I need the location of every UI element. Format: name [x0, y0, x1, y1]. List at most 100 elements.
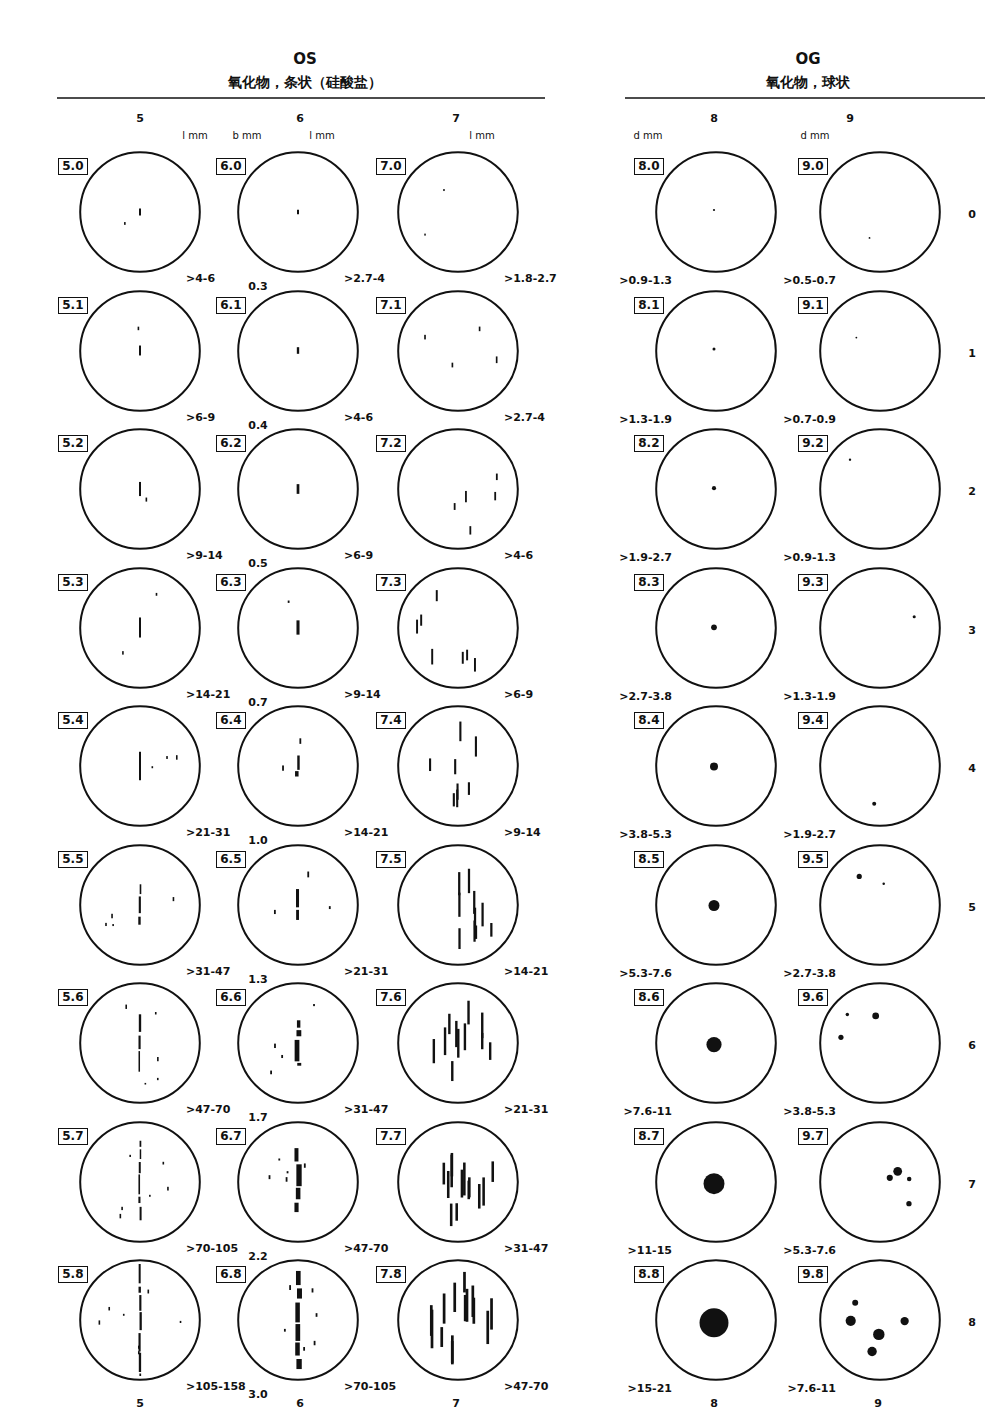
rating-code: 7.3 [376, 574, 405, 591]
stringer-mark [295, 1303, 299, 1323]
circle-border [238, 429, 358, 549]
rating-code: 7.4 [376, 712, 405, 729]
circle-outline [397, 151, 519, 273]
stringer-mark [140, 884, 142, 894]
row-number: 4 [968, 762, 976, 775]
stringer-mark [274, 1044, 276, 1048]
circle-outline [819, 705, 941, 827]
size-range: >5.3-7.6 [783, 1244, 836, 1258]
rating-code: 9.4 [798, 712, 827, 729]
globule-mark [872, 802, 876, 806]
stringer-mark [453, 793, 455, 806]
circle-outline [655, 982, 777, 1104]
stringer-mark [295, 771, 299, 776]
circle-outline [79, 705, 201, 827]
rating-code: 9.1 [798, 297, 827, 314]
field-circle: 7.0>1.8-2.7 [397, 151, 519, 273]
width-value: 1.7 [248, 1111, 268, 1124]
stringer-mark [167, 1187, 169, 1191]
circle-outline [79, 151, 201, 273]
stringer-mark [99, 1320, 101, 1324]
globular-inclusions [700, 209, 916, 1356]
globule-mark [708, 900, 719, 911]
stringer-mark [297, 1063, 301, 1066]
size-range: >1.9-2.7 [619, 551, 672, 565]
size-range: >70-105 [186, 1242, 238, 1256]
globule-mark [913, 615, 916, 618]
stringer-mark [295, 1342, 300, 1355]
stringer-mark [443, 1293, 446, 1323]
stringer-mark [496, 356, 498, 363]
field-circle: 6.1>4-6 [237, 290, 359, 412]
field-circle: 9.6>3.8-5.3 [819, 982, 941, 1104]
stringer-mark [296, 1030, 301, 1036]
rating-code: 5.6 [58, 989, 87, 1006]
circle-border [238, 983, 358, 1103]
rating-code: 9.2 [798, 435, 827, 452]
stringer-mark [448, 1014, 450, 1034]
circle-outline [237, 1259, 359, 1381]
stringer-mark [289, 1285, 291, 1290]
stringer-mark [112, 924, 114, 926]
stringer-mark [474, 908, 476, 930]
circle-border [238, 291, 358, 411]
stringer-mark [156, 593, 158, 596]
stringer-mark [138, 1174, 140, 1194]
stringer-mark [490, 923, 492, 937]
globule-mark [882, 882, 884, 884]
stringer-mark [281, 1055, 283, 1058]
size-range: >2.7-4 [344, 272, 385, 286]
stringer-mark [297, 1288, 302, 1298]
stringer-mark [447, 1171, 450, 1198]
row-number: 5 [968, 900, 976, 913]
stringer-mark [139, 346, 141, 356]
stringer-mark [139, 752, 141, 780]
stringer-mark [490, 1298, 493, 1329]
stringer-mark [463, 1272, 466, 1293]
size-range: >0.5-0.7 [783, 274, 836, 288]
globule-mark [857, 874, 862, 879]
stringer-mark [145, 1083, 147, 1085]
column-number: 8 [710, 1397, 718, 1410]
stringer-mark [465, 491, 467, 502]
circle-border [80, 291, 200, 411]
circle-outline [655, 151, 777, 273]
size-range: >47-70 [186, 1103, 230, 1117]
stringer-mark [296, 620, 299, 634]
circle-outline [397, 982, 519, 1104]
field-circle: 8.7>11-15 [655, 1121, 777, 1243]
circle-border [656, 1122, 776, 1242]
stringer-mark [284, 1329, 286, 1332]
unit-label: d mm [633, 130, 662, 142]
group-subheading: 氧化物，球状 [766, 74, 850, 91]
stringer-mark [269, 1175, 271, 1179]
stringer-mark [124, 222, 126, 225]
circle-outline [237, 1121, 359, 1243]
stringer-mark [454, 759, 456, 774]
circle-outline [819, 290, 941, 412]
circle-outline [819, 844, 941, 966]
stringer-mark [146, 498, 148, 502]
stringer-mark [482, 1177, 485, 1205]
circle-border [820, 845, 940, 965]
circle-outline [397, 290, 519, 412]
unit-label: d mm [800, 130, 829, 142]
stringer-mark [140, 1149, 141, 1159]
stringer-mark [295, 1324, 300, 1341]
width-value: 0.7 [248, 695, 268, 708]
stringer-mark [474, 658, 476, 672]
stringer-mark [466, 1289, 469, 1322]
circle-border [80, 152, 200, 272]
size-range: >3.8-5.3 [783, 1105, 836, 1119]
stringer-mark [138, 1346, 140, 1349]
circle-outline [79, 1259, 201, 1381]
rating-code: 6.8 [216, 1266, 245, 1283]
rating-code: 5.1 [58, 297, 87, 314]
stringer-mark [138, 1351, 140, 1354]
globule-mark [873, 1329, 884, 1340]
stringer-mark [452, 363, 454, 368]
size-range: >9-14 [504, 826, 541, 840]
circle-border [80, 845, 200, 965]
size-range: >7.6-11 [787, 1382, 836, 1396]
field-circle: 7.5>14-21 [397, 844, 519, 966]
